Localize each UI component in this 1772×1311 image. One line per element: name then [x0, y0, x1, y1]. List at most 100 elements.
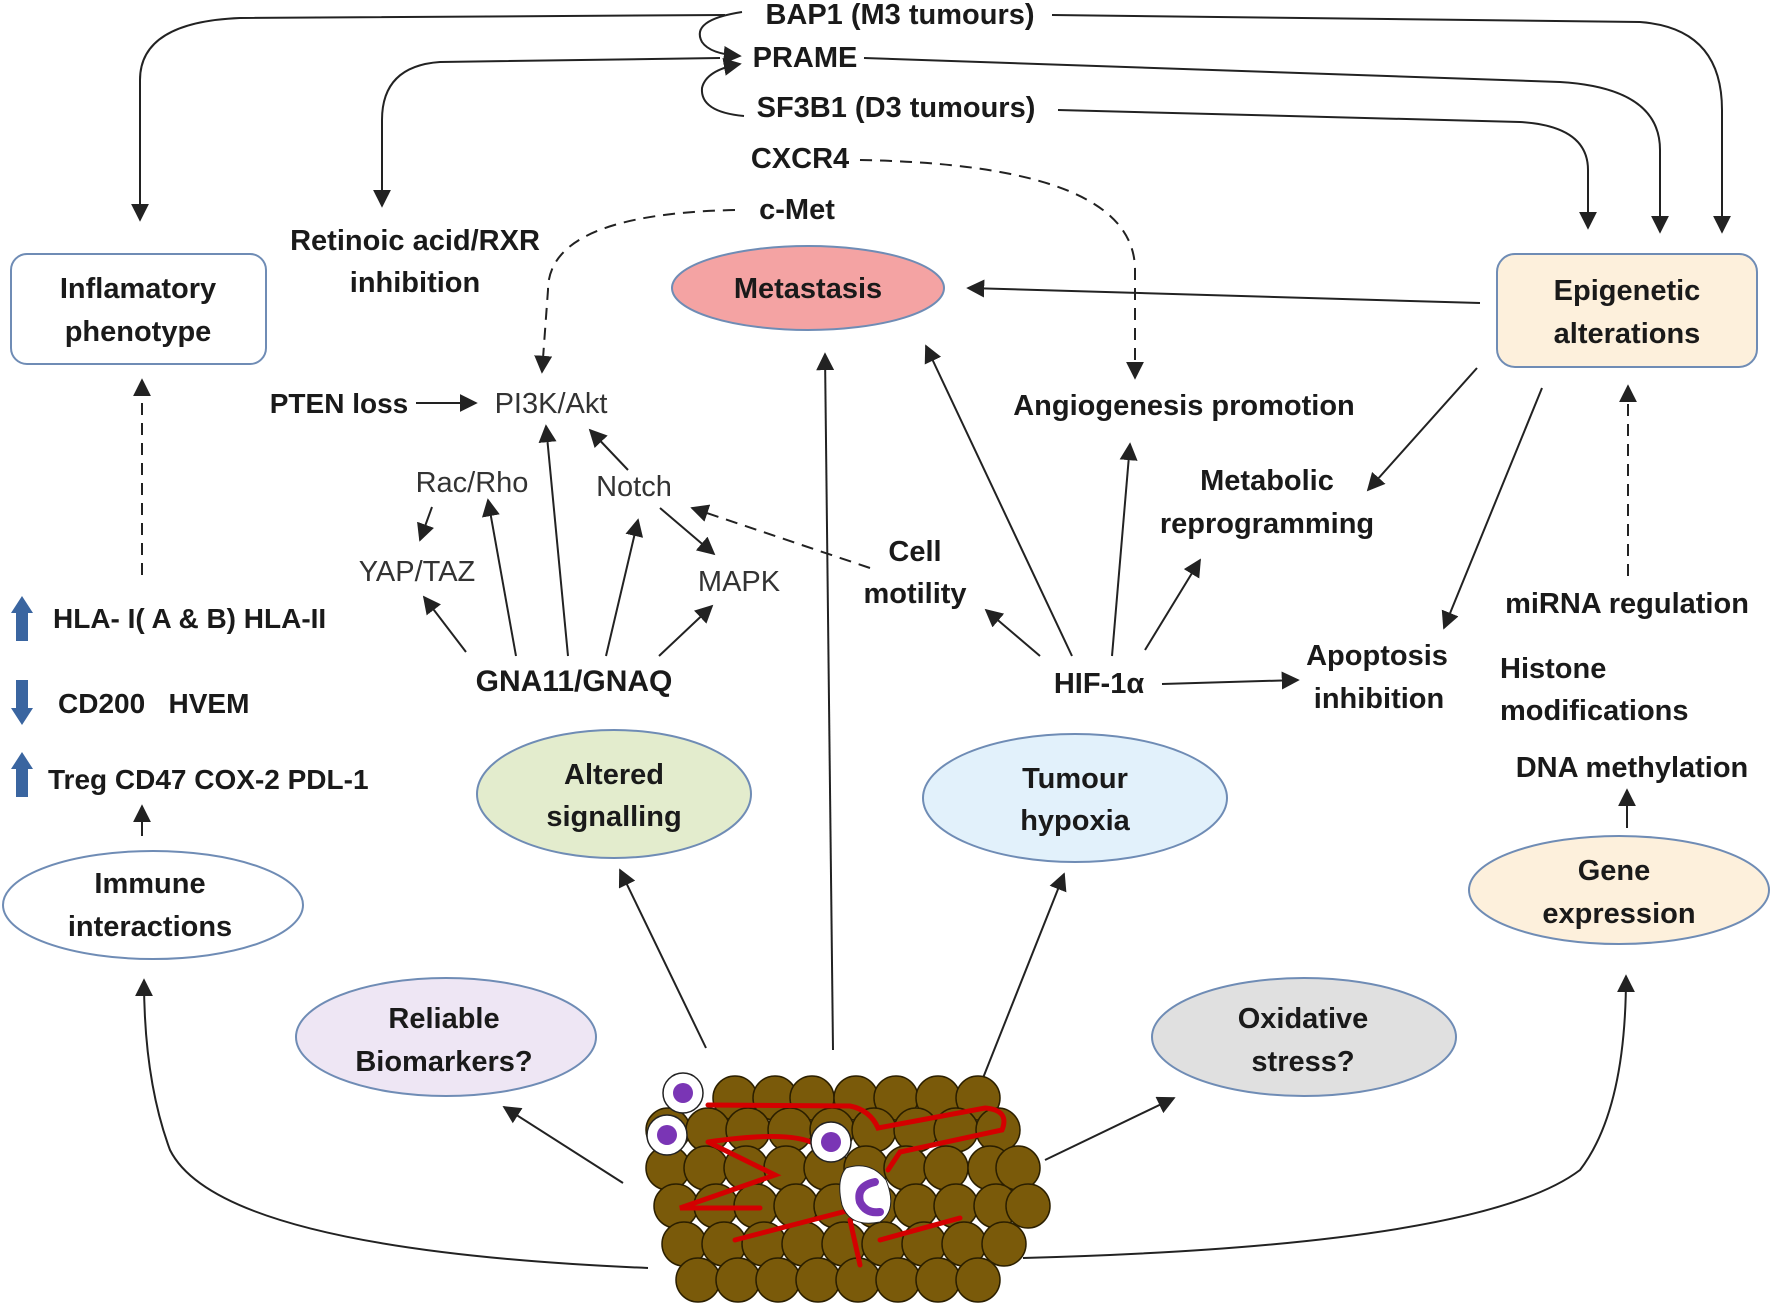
retinoic-line2: inhibition: [350, 267, 480, 299]
arrow-tumour-to-hypoxia: [982, 872, 1067, 1079]
hypoxia-line1: Tumour: [1022, 763, 1128, 795]
metastasis-label: Metastasis: [734, 273, 882, 305]
macrophage-nucleus: [855, 1178, 884, 1217]
inflammatory-phenotype-box: Inflamatory phenotype: [10, 253, 267, 365]
arrow-hif-to-metabolic: [1144, 558, 1201, 651]
arrow-sf3b1-to-prame: [700, 57, 745, 117]
tumour-cell: [767, 1107, 813, 1153]
tumour-cell: [755, 1257, 801, 1303]
tumour-cell: [981, 1221, 1027, 1267]
altered-line2: signalling: [546, 801, 681, 833]
arrow-bap1-to-inflammatory: [131, 14, 726, 222]
notch-label: Notch: [596, 471, 672, 503]
arrow-gna-to-yaptaz: [422, 595, 467, 653]
up-arrow-icon: [11, 596, 33, 641]
arrow-tumour-to-metastasis: [816, 352, 835, 1051]
arrow-gna-to-pi3k: [538, 424, 569, 657]
top-genes: BAP1 (M3 tumours) PRAME SF3B1 (D3 tumour…: [751, 0, 1036, 226]
arrow-gna-to-mapk: [658, 604, 714, 657]
tumour-cell: [893, 1183, 939, 1229]
tumour-cell: [683, 1145, 729, 1191]
metabolic-line2: reprogramming: [1160, 508, 1374, 540]
immune-interactions-node: Immune interactions: [2, 850, 304, 960]
altered-line1: Altered: [564, 759, 664, 791]
motility-line2: motility: [863, 578, 966, 610]
arrow-epigenetic-to-apoptosis: [1441, 387, 1543, 630]
tumour-cell: [875, 1257, 921, 1303]
arrow-hif-to-metastasis: [924, 344, 1073, 657]
oxidative-line1: Oxidative: [1238, 1003, 1369, 1035]
pathway-labels: Retinoic acid/RXR inhibition PTEN loss P…: [270, 225, 1749, 784]
tumour-cell: [763, 1145, 809, 1191]
arrow-bap1-to-epigenetic: [1051, 14, 1731, 234]
oxidative-line2: stress?: [1251, 1046, 1354, 1078]
apoptosis-line2: inhibition: [1314, 683, 1444, 715]
angiogenesis-label: Angiogenesis promotion: [1013, 390, 1355, 422]
marker-row-up-treg: Treg CD47 COX-2 PDL-1: [11, 752, 369, 797]
apoptosis-line1: Apoptosis: [1306, 640, 1448, 672]
tumour-cell: [923, 1145, 969, 1191]
arrow-tumour-to-oxidative: [1044, 1096, 1176, 1161]
label-prame: PRAME: [753, 42, 858, 74]
marker-hla: HLA- I( A & B) HLA-II: [53, 603, 326, 634]
inflammatory-line2: phenotype: [65, 316, 212, 348]
gene-line2: expression: [1542, 898, 1695, 930]
tumour-cell: [995, 1145, 1041, 1191]
arrow-hif-to-motility: [984, 608, 1041, 657]
oxidative-stress-node: Oxidative stress?: [1151, 977, 1457, 1097]
gna-label: GNA11/GNAQ: [476, 665, 673, 698]
tumour-cell: [715, 1257, 761, 1303]
immune-cell-nucleus: [657, 1125, 677, 1145]
altered-signalling-node: Altered signalling: [476, 729, 752, 859]
arrow-hif-to-angiogenesis: [1111, 442, 1138, 657]
tumour-cell: [795, 1257, 841, 1303]
pten-label: PTEN loss: [270, 388, 408, 419]
gene-expression-node: Gene expression: [1468, 835, 1770, 945]
tumour-cluster-illustration: [645, 1072, 1051, 1303]
arrow-prame-to-retinoic: [373, 57, 721, 208]
inflammatory-line1: Inflamatory: [60, 273, 216, 305]
immune-line2: interactions: [68, 911, 232, 943]
arrow-notch-to-pi3k: [588, 428, 629, 471]
arrow-gna-to-racrho: [482, 498, 517, 657]
arrow-cxcr4-to-angiogenesis: [859, 159, 1144, 380]
epigenetic-line2: alterations: [1554, 318, 1701, 350]
arrow-tumour-to-immune: [135, 978, 649, 1269]
tumour-hypoxia-node: Tumour hypoxia: [922, 733, 1228, 863]
arrow-racrho-to-yaptaz: [417, 506, 434, 542]
immune-line1: Immune: [94, 868, 205, 900]
arrow-cmet-to-pi3k: [534, 209, 736, 374]
immune-cell-nucleus: [821, 1132, 841, 1152]
label-cxcr4: CXCR4: [751, 143, 849, 175]
up-arrow-icon: [11, 752, 33, 797]
biomarkers-line2: Biomarkers?: [355, 1046, 532, 1078]
immune-cell-nucleus: [673, 1083, 693, 1103]
connectors: [131, 11, 1731, 1269]
arrow-epigenetic-to-metastasis: [966, 279, 1481, 304]
arrow-tumour-to-altered: [618, 868, 707, 1049]
histone-line1: Histone: [1500, 653, 1606, 685]
label-cmet: c-Met: [759, 194, 835, 226]
arrow-gna-to-notch: [605, 518, 644, 657]
hypoxia-line2: hypoxia: [1020, 805, 1130, 837]
arrow-notch-to-mapk: [659, 507, 716, 556]
epigenetic-line1: Epigenetic: [1554, 275, 1701, 307]
arrow-tumour-to-biomarkers: [502, 1106, 624, 1184]
dna-methylation-label: DNA methylation: [1516, 752, 1749, 784]
tumour-cell: [915, 1257, 961, 1303]
label-sf3b1: SF3B1 (D3 tumours): [757, 92, 1036, 124]
reliable-biomarkers-node: Reliable Biomarkers?: [295, 977, 597, 1097]
pi3k-label: PI3K/Akt: [495, 388, 608, 420]
biomarkers-line1: Reliable: [388, 1003, 499, 1035]
label-bap1: BAP1 (M3 tumours): [765, 0, 1034, 31]
immune-markers: HLA- I( A & B) HLA-II CD200 HVEM Treg CD…: [11, 596, 369, 797]
arrow-prame-to-epigenetic: [863, 57, 1669, 234]
mapk-label: MAPK: [698, 566, 781, 598]
arrow-hif-to-apoptosis: [1161, 671, 1300, 690]
mirna-label: miRNA regulation: [1505, 588, 1749, 620]
tumour-cell: [1005, 1183, 1051, 1229]
arrow-epigenetic-to-metabolic: [1366, 367, 1478, 492]
motility-line1: Cell: [888, 536, 941, 568]
arrow-tumour-to-gene-expression: [1022, 974, 1635, 1259]
